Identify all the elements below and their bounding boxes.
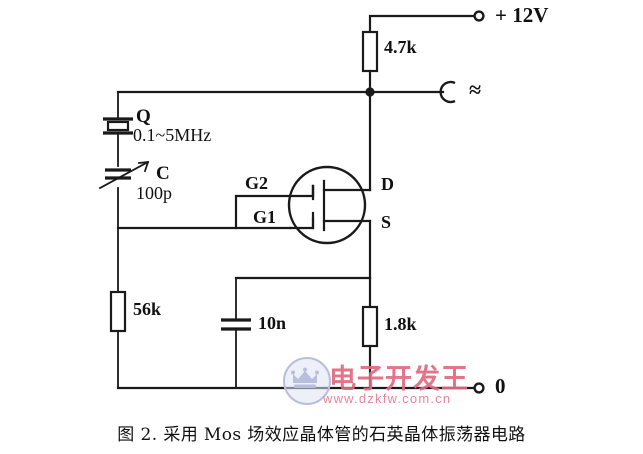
figure-caption: 图 2. 采用 Mos 场效应晶体管的石英晶体振荡器电路 xyxy=(117,425,526,445)
mosfet-drain-label: D xyxy=(381,174,394,194)
supply-terminal-ring xyxy=(473,10,485,22)
ground-terminal-ring xyxy=(473,382,485,394)
mosfet-symbol xyxy=(287,165,372,245)
mosfet-gate1-label: G1 xyxy=(253,207,277,227)
mosfet-source-label: S xyxy=(381,212,392,232)
resistor-56k-symbol xyxy=(109,290,127,333)
variable-capacitor-ref-label: C xyxy=(156,163,170,184)
resistor-4k7-value: 4.7k xyxy=(384,37,417,57)
resistor-1k8-symbol xyxy=(361,305,379,390)
variable-capacitor-value-label: 100p xyxy=(136,183,172,203)
crystal-ref-label: Q xyxy=(136,106,151,127)
output-terminal-label: ≈ xyxy=(469,77,482,102)
supply-rail-wire xyxy=(368,14,476,34)
crystal-symbol xyxy=(103,117,133,135)
ground-terminal-label: 0 xyxy=(495,374,506,398)
resistor-4k7-symbol xyxy=(361,30,379,94)
output-node-wire xyxy=(116,87,445,192)
gate-bus-wire xyxy=(116,194,292,230)
resistor-1k8-value: 1.8k xyxy=(384,314,417,334)
supply-terminal-label: + 12V xyxy=(495,3,549,27)
mosfet-gate2-label: G2 xyxy=(245,173,269,193)
output-socket-icon xyxy=(439,80,456,104)
crystal-value-label: 0.1~5MHz xyxy=(133,125,212,145)
capacitor-10n-value: 10n xyxy=(258,313,287,333)
resistor-56k-value: 56k xyxy=(133,299,162,319)
source-branch-wire xyxy=(234,219,372,319)
variable-capacitor-symbol xyxy=(98,160,150,190)
capacitor-10n-symbol xyxy=(221,318,251,389)
